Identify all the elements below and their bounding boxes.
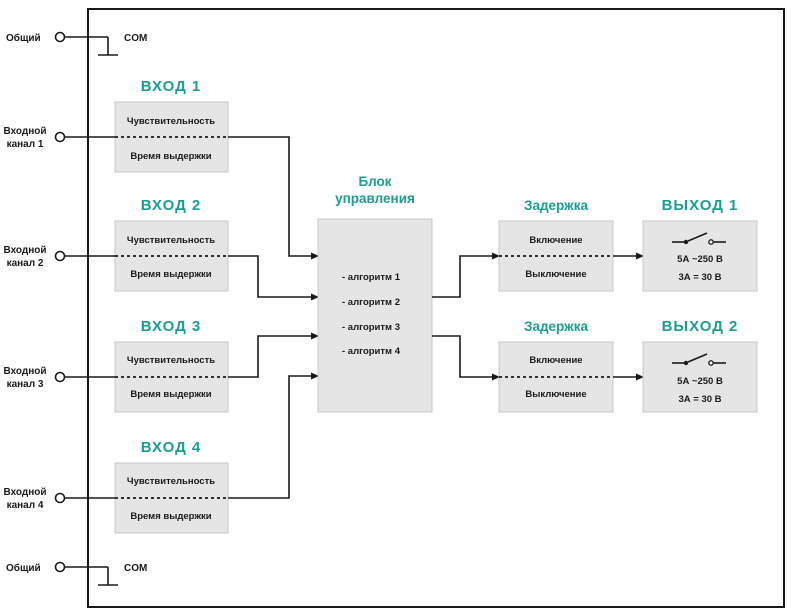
terminal-icon [54,561,66,573]
relay-switch-icon [672,353,726,366]
output-block-1: ВЫХОД 1 5А ~250 В 3А = 30 В [642,197,758,292]
output-title: ВЫХОД 1 [662,197,739,214]
delay-block-2: Задержка Включение Выключение [498,319,644,413]
hold-time-label: Время выдержки [130,269,211,280]
output-title: ВЫХОД 2 [662,318,739,335]
com-label-bottom: COM [124,563,147,574]
hold-time-label: Время выдержки [130,511,211,522]
sensitivity-label: Чувствительность [127,355,215,366]
terminal-icon [54,31,66,43]
input-title: ВХОД 4 [141,439,202,456]
delay-off-label: Выключение [525,389,586,400]
delay-on-label: Включение [529,355,582,366]
input-block-2: ВХОД 2 Чувствительность Время выдержки В… [3,197,319,301]
rating-dc: 3А = 30 В [678,394,721,405]
device-frame [87,8,785,608]
rating-dc: 3А = 30 В [678,272,721,283]
rating-ac: 5А ~250 В [677,376,723,387]
algorithm-item: - алгоритм 4 [342,346,401,357]
algorithm-item: - алгоритм 2 [342,297,400,308]
com-label-top: COM [124,33,147,44]
terminal-icon [54,250,66,262]
relay-switch-icon [672,232,726,245]
control-block: Блок управления - алгоритм 1 - алгоритм … [317,174,433,413]
common-terminal-bottom: Общий COM [6,561,147,586]
channel-label-line2: канал 1 [7,139,44,150]
delay-title: Задержка [524,198,588,213]
delay-title: Задержка [524,319,588,334]
channel-label-line2: канал 4 [7,500,44,511]
terminal-icon [54,492,66,504]
hold-time-label: Время выдержки [130,389,211,400]
sensitivity-label: Чувствительность [127,116,215,127]
input-title: ВХОД 2 [141,197,202,214]
output-box [642,341,758,413]
input-block-3: ВХОД 3 Чувствительность Время выдержки В… [3,318,319,413]
output-block-2: ВЫХОД 2 5А ~250 В 3А = 30 В [642,318,758,413]
input-block-1: ВХОД 1 Чувствительность Время выдержки В… [3,78,319,260]
terminal-icon [54,371,66,383]
sensitivity-label: Чувствительность [127,235,215,246]
channel-label-line1: Входной [3,366,46,377]
channel-label-line2: канал 2 [7,258,44,269]
delay-block-1: Задержка Включение Выключение [498,198,644,292]
rating-ac: 5А ~250 В [677,254,723,265]
algorithm-item: - алгоритм 3 [342,322,400,333]
control-box [317,218,433,413]
common-label-top: Общий [6,32,41,44]
control-title-line2: управления [335,191,415,206]
input-block-4: ВХОД 4 Чувствительность Время выдержки В… [3,372,319,534]
channel-label-line1: Входной [3,245,46,256]
common-terminal-top: Общий COM [6,31,147,56]
common-label-bottom: Общий [6,562,41,574]
terminal-icon [54,131,66,143]
delay-off-label: Выключение [525,269,586,280]
channel-label-line1: Входной [3,126,46,137]
input-title: ВХОД 1 [141,78,202,95]
input-title: ВХОД 3 [141,318,202,335]
channel-label-line2: канал 3 [7,379,44,390]
sensitivity-label: Чувствительность [127,476,215,487]
hold-time-label: Время выдержки [130,151,211,162]
algorithm-item: - алгоритм 1 [342,272,401,283]
channel-label-line1: Входной [3,487,46,498]
control-title-line1: Блок [358,174,391,189]
delay-on-label: Включение [529,235,582,246]
output-box [642,220,758,292]
